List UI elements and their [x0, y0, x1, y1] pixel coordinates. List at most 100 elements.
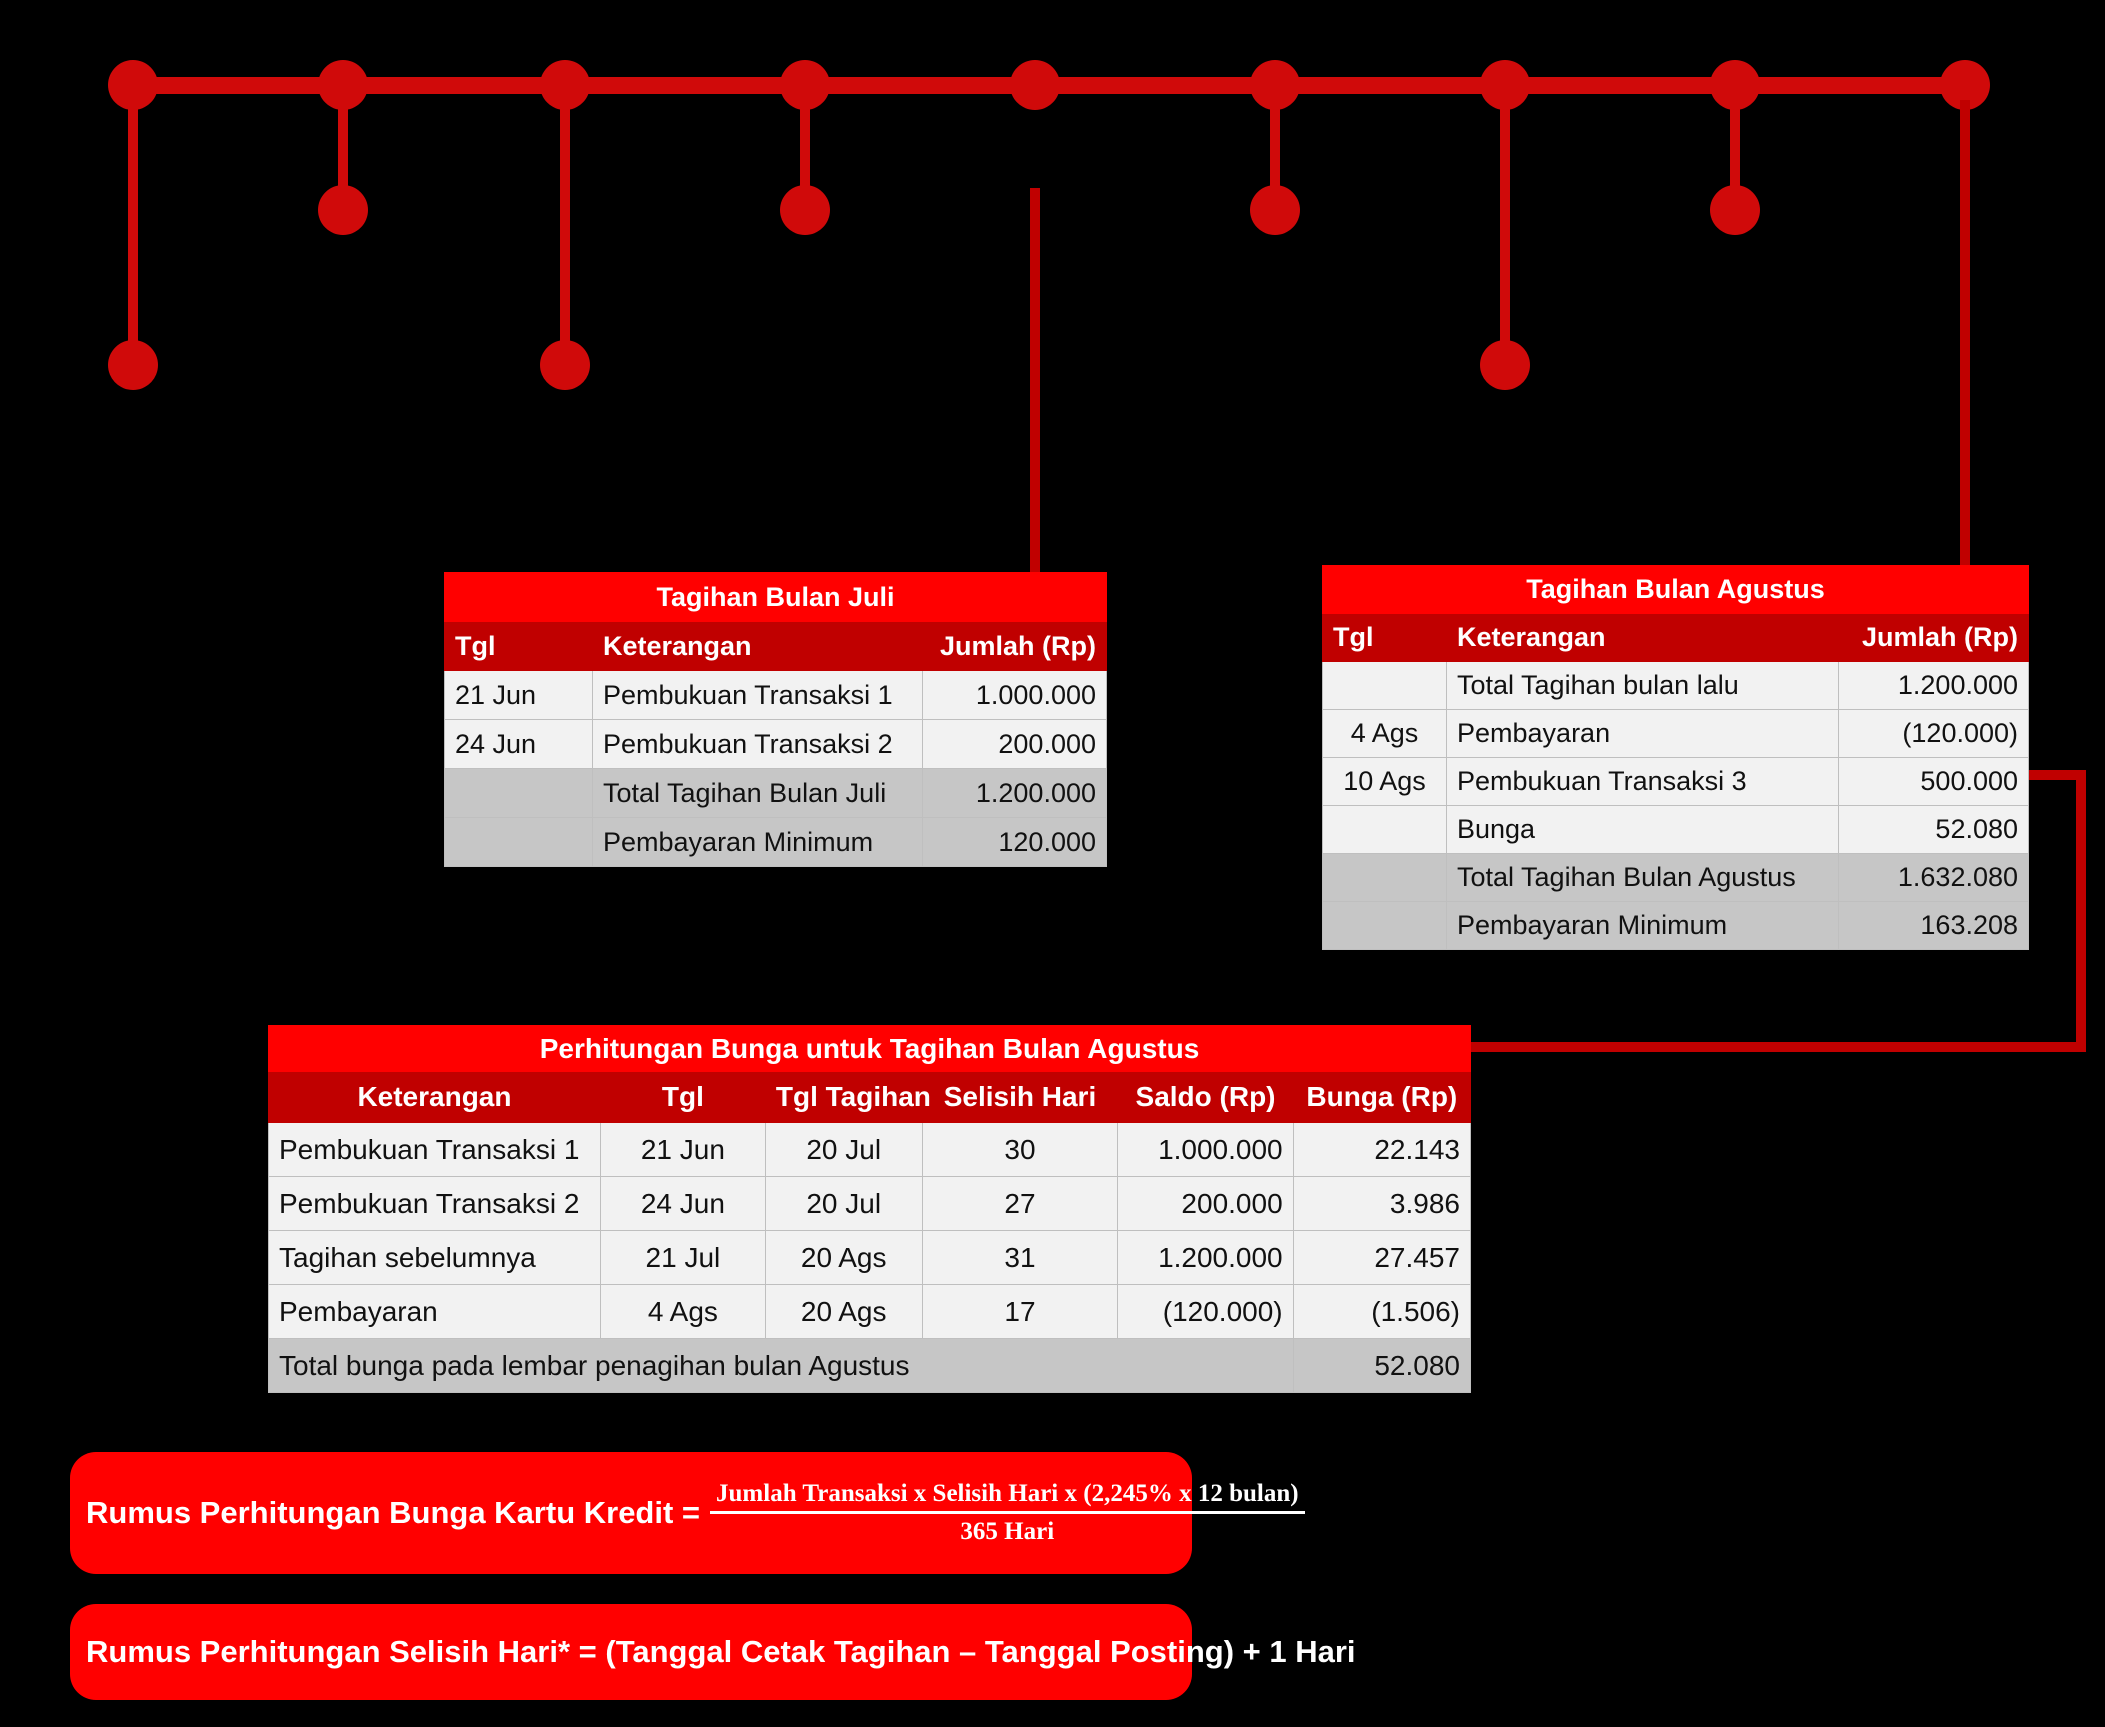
formula-interest-label: Rumus Perhitungan Bunga Kartu Kredit =	[86, 1495, 701, 1530]
timeline-branch-dot[interactable]	[108, 340, 158, 390]
table-title-row: Tagihan Bulan Agustus	[1321, 565, 2030, 614]
timeline-branch-dot[interactable]	[1250, 185, 1300, 235]
cell-selisih-hari: 27	[921, 1176, 1119, 1231]
timeline-node-dot[interactable]	[108, 60, 158, 110]
timeline-node-dot[interactable]	[1710, 60, 1760, 110]
column-header-keterangan: Keterangan	[592, 621, 923, 671]
table-row: 10 Ags Pembukuan Transaksi 3 500.000	[1322, 757, 2030, 806]
timeline-branch-stem	[338, 85, 348, 210]
cell-selisih-hari: 31	[921, 1230, 1119, 1285]
formula-interest-numerator: Jumlah Transaksi x Selisih Hari x (2,245…	[710, 1480, 1305, 1514]
column-header-keterangan: Keterangan	[1446, 613, 1839, 662]
table-tagihan-bulan-agustus: Tagihan Bulan Agustus Tgl Keterangan Jum…	[1321, 565, 2030, 950]
cell-tgl-tagihan: 20 Jul	[764, 1176, 923, 1231]
cell-jumlah: 1.200.000	[922, 768, 1107, 818]
cell-keterangan: Total Tagihan Bulan Agustus	[1446, 853, 1839, 902]
table-header-row: Tgl Keterangan Jumlah (Rp)	[444, 621, 1107, 671]
cell-keterangan: Pembukuan Transaksi 2	[268, 1176, 601, 1231]
table-title-row: Tagihan Bulan Juli	[444, 572, 1107, 622]
cell-tgl-tagihan: 20 Ags	[764, 1284, 923, 1339]
timeline-node-dot[interactable]	[318, 60, 368, 110]
cell-keterangan: Pembayaran	[1446, 709, 1839, 758]
cell-tgl: 21 Jun	[444, 670, 593, 720]
table-perhitungan-bunga: Perhitungan Bunga untuk Tagihan Bulan Ag…	[268, 1025, 1472, 1393]
table-title: Perhitungan Bunga untuk Tagihan Bulan Ag…	[268, 1025, 1471, 1072]
timeline-branch-stem	[560, 85, 570, 365]
cell-jumlah: 1.200.000	[1837, 661, 2030, 710]
timeline-branch-stem	[1270, 85, 1280, 210]
table-row: Tagihan sebelumnya 21 Jul 20 Ags 31 1.20…	[268, 1230, 1472, 1285]
table-title-row: Perhitungan Bunga untuk Tagihan Bulan Ag…	[268, 1025, 1471, 1072]
cell-tgl: 4 Ags	[599, 1284, 766, 1339]
connector-to-juli-table	[1030, 188, 1040, 574]
timeline-branch-dot[interactable]	[1710, 185, 1760, 235]
cell-saldo: (120.000)	[1117, 1284, 1294, 1339]
cell-keterangan: Tagihan sebelumnya	[268, 1230, 601, 1285]
table-row: Total Tagihan Bulan Juli 1.200.000	[444, 768, 1107, 818]
formula-box-day-difference: Rumus Perhitungan Selisih Hari* = (Tangg…	[70, 1604, 1356, 1700]
cell-keterangan: Pembukuan Transaksi 1	[268, 1122, 601, 1177]
timeline-branch-stem	[1500, 85, 1510, 365]
total-value: 52.080	[1292, 1338, 1472, 1393]
cell-tgl	[1322, 805, 1447, 854]
column-header-jumlah: Jumlah (Rp)	[1837, 613, 2030, 662]
cell-bunga: 22.143	[1292, 1122, 1472, 1177]
timeline-branch-dot[interactable]	[780, 185, 830, 235]
connector-agustus-horizontal-bottom	[1468, 1042, 2086, 1052]
cell-keterangan: Pembukuan Transaksi 3	[1446, 757, 1839, 806]
cell-tgl	[1322, 901, 1447, 950]
timeline-branch-dot[interactable]	[318, 185, 368, 235]
column-header-tgl: Tgl	[444, 621, 593, 671]
column-header-tgl: Tgl	[599, 1071, 766, 1123]
cell-tgl	[444, 817, 593, 867]
cell-bunga: (1.506)	[1292, 1284, 1472, 1339]
cell-jumlah: 163.208	[1837, 901, 2030, 950]
cell-selisih-hari: 30	[921, 1122, 1119, 1177]
table-total-row: Total bunga pada lembar penagihan bulan …	[268, 1338, 1472, 1393]
timeline-node-dot[interactable]	[1480, 60, 1530, 110]
table-row: Pembukuan Transaksi 2 24 Jun 20 Jul 27 2…	[268, 1176, 1472, 1231]
cell-jumlah: (120.000)	[1837, 709, 2030, 758]
table-row: 21 Jun Pembukuan Transaksi 1 1.000.000	[444, 670, 1107, 720]
timeline-node-dot[interactable]	[1010, 60, 1060, 110]
cell-tgl: 10 Ags	[1322, 757, 1447, 806]
table-title: Tagihan Bulan Juli	[444, 572, 1107, 622]
table-title: Tagihan Bulan Agustus	[1321, 565, 2030, 614]
column-header-selisih-hari: Selisih Hari	[921, 1071, 1119, 1123]
table-tagihan-bulan-juli: Tagihan Bulan Juli Tgl Keterangan Jumlah…	[444, 572, 1107, 867]
cell-saldo: 1.000.000	[1117, 1122, 1294, 1177]
cell-keterangan: Total Tagihan bulan lalu	[1446, 661, 1839, 710]
table-header-row: Tgl Keterangan Jumlah (Rp)	[1322, 613, 2030, 662]
cell-saldo: 1.200.000	[1117, 1230, 1294, 1285]
cell-keterangan: Pembayaran	[268, 1284, 601, 1339]
table-row: Total Tagihan Bulan Agustus 1.632.080	[1322, 853, 2030, 902]
column-header-tgl: Tgl	[1322, 613, 1447, 662]
cell-keterangan: Pembukuan Transaksi 1	[592, 670, 923, 720]
timeline-branch-stem	[128, 85, 138, 365]
column-header-keterangan: Keterangan	[268, 1071, 601, 1123]
cell-tgl: 24 Jun	[599, 1176, 766, 1231]
cell-tgl-tagihan: 20 Jul	[764, 1122, 923, 1177]
cell-keterangan: Total Tagihan Bulan Juli	[592, 768, 923, 818]
cell-keterangan: Pembukuan Transaksi 2	[592, 719, 923, 769]
table-row: Bunga 52.080	[1322, 805, 2030, 854]
timeline-branch-stem	[1730, 85, 1740, 210]
timeline-node-dot[interactable]	[780, 60, 830, 110]
formula-interest-denominator: 365 Hari	[960, 1518, 1055, 1545]
cell-bunga: 27.457	[1292, 1230, 1472, 1285]
timeline-branch-dot[interactable]	[1480, 340, 1530, 390]
connector-agustus-vertical	[2076, 770, 2086, 1052]
cell-tgl: 4 Ags	[1322, 709, 1447, 758]
timeline-branch-dot[interactable]	[540, 340, 590, 390]
cell-saldo: 200.000	[1117, 1176, 1294, 1231]
table-row: Pembayaran 4 Ags 20 Ags 17 (120.000) (1.…	[268, 1284, 1472, 1339]
timeline-node-dot[interactable]	[1250, 60, 1300, 110]
table-row: Pembayaran Minimum 163.208	[1322, 901, 2030, 950]
cell-keterangan: Pembayaran Minimum	[1446, 901, 1839, 950]
cell-tgl: 21 Jun	[599, 1122, 766, 1177]
connector-to-agustus-table	[1960, 100, 1970, 570]
timeline-node-dot[interactable]	[540, 60, 590, 110]
formula-box-interest: Rumus Perhitungan Bunga Kartu Kredit = J…	[70, 1452, 1305, 1574]
cell-jumlah: 500.000	[1837, 757, 2030, 806]
cell-tgl-tagihan: 20 Ags	[764, 1230, 923, 1285]
